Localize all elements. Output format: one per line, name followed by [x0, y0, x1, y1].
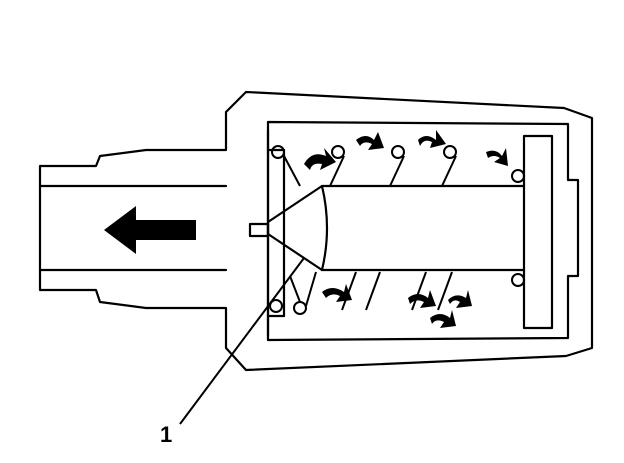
callout-number: 1: [160, 422, 172, 447]
valve-housing-outline: [38, 90, 594, 372]
plunger-cone: [266, 184, 329, 272]
spring-coils-top: [271, 145, 525, 187]
left-arrow-icon: [104, 206, 196, 254]
curved-arrow-icon: [304, 130, 508, 328]
spring-seat-plate: [522, 134, 554, 330]
spring-coils-bottom: [269, 271, 525, 315]
valve-chamber: [266, 120, 580, 342]
callout-leader-line: [179, 257, 305, 425]
plunger-tip: [248, 222, 270, 238]
